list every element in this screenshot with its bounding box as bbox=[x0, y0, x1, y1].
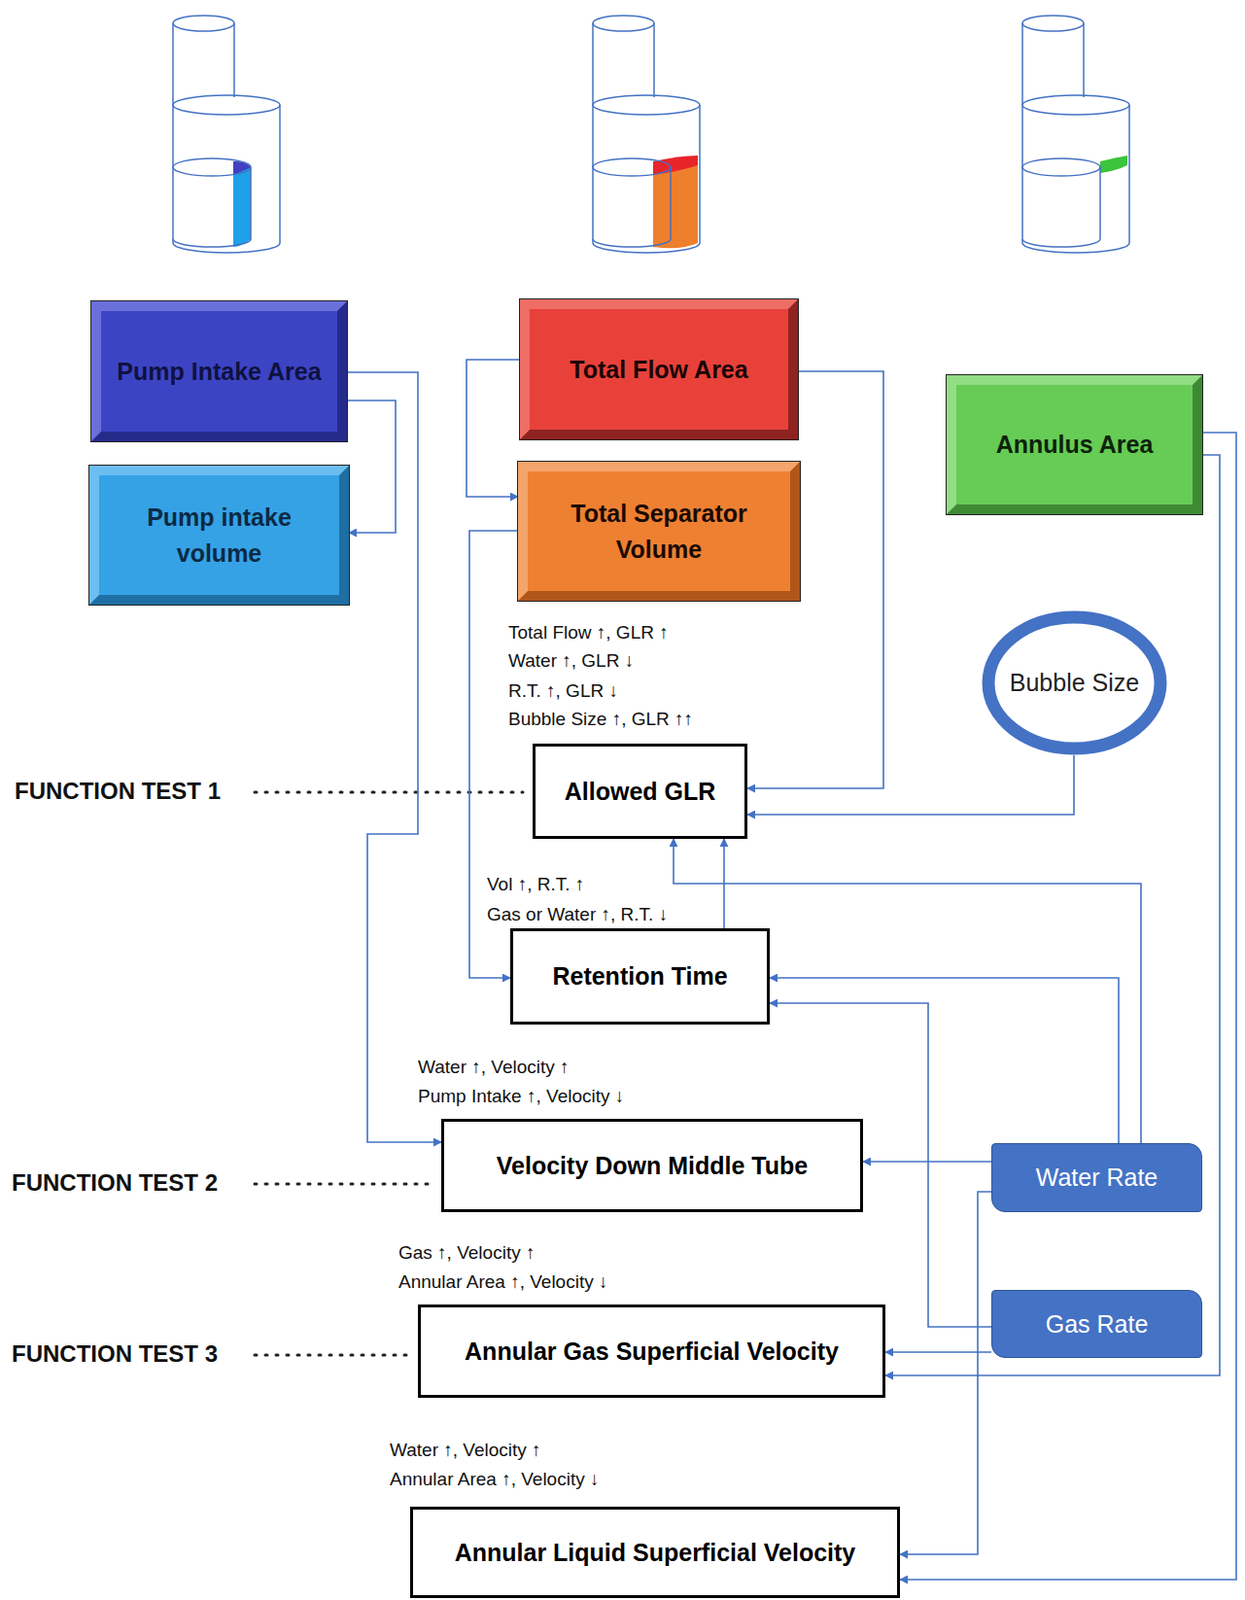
node-text: Annulus Area bbox=[996, 426, 1154, 462]
node-text: Velocity Down Middle Tube bbox=[496, 1151, 808, 1180]
output-box: Retention Time bbox=[510, 928, 770, 1025]
relation-note: Water ↑, Velocity ↑ bbox=[415, 1056, 572, 1078]
rate-box: Water Rate bbox=[991, 1142, 1203, 1212]
relation-note: Water ↑, Velocity ↑ bbox=[387, 1439, 544, 1461]
label-text: Water ↑, GLR ↓ bbox=[506, 650, 636, 671]
output-box: Allowed GLR bbox=[532, 743, 748, 839]
relation-note: Annular Area ↑, Velocity ↓ bbox=[387, 1468, 601, 1490]
relation-note: Vol ↑, R.T. ↑ bbox=[484, 873, 587, 896]
output-box: Velocity Down Middle Tube bbox=[441, 1118, 864, 1212]
relation-note: R.T. ↑, GLR ↓ bbox=[506, 680, 621, 702]
input-box: Annulus Area bbox=[946, 375, 1203, 515]
label-text: FUNCTION TEST 1 bbox=[12, 777, 223, 804]
connector-arrow bbox=[346, 372, 442, 1142]
label-text: Total Flow ↑, GLR ↑ bbox=[506, 622, 671, 643]
connector-arrow bbox=[346, 400, 396, 533]
node-text: Retention Time bbox=[552, 962, 727, 991]
label-text: Bubble Size ↑, GLR ↑↑ bbox=[506, 708, 695, 729]
relation-note: Gas ↑, Velocity ↑ bbox=[396, 1242, 537, 1264]
input-box: Total Flow Area bbox=[519, 299, 798, 440]
node-text: Gas Rate bbox=[1045, 1310, 1149, 1339]
connector-arrow bbox=[899, 432, 1237, 1580]
connector-arrow bbox=[466, 359, 520, 497]
node-text: Pump intake volume bbox=[110, 499, 328, 571]
connector-arrow bbox=[747, 755, 1074, 815]
node-text: Total Flow Area bbox=[569, 351, 748, 387]
connector-arrow bbox=[885, 1350, 992, 1353]
relation-note: Total Flow ↑, GLR ↑ bbox=[506, 622, 671, 644]
label-text: Pump Intake ↑, Velocity ↓ bbox=[415, 1085, 626, 1107]
label-text: Vol ↑, R.T. ↑ bbox=[484, 873, 587, 895]
label-text: FUNCTION TEST 2 bbox=[9, 1169, 220, 1196]
function-test-label: FUNCTION TEST 1 bbox=[12, 777, 223, 805]
label-text: Water ↑, Velocity ↑ bbox=[415, 1056, 572, 1077]
function-test-label: FUNCTION TEST 2 bbox=[9, 1169, 220, 1197]
function-test-label: FUNCTION TEST 3 bbox=[9, 1340, 220, 1368]
node-text: Pump Intake Area bbox=[116, 353, 321, 389]
label-text: FUNCTION TEST 3 bbox=[9, 1340, 220, 1367]
input-box: Pump Intake Area bbox=[91, 301, 347, 442]
label-text: Annular Area ↑, Velocity ↓ bbox=[387, 1468, 601, 1489]
node-text: Bubble Size bbox=[1009, 668, 1140, 697]
label-text: Gas ↑, Velocity ↑ bbox=[396, 1242, 537, 1263]
label-text: Water ↑, Velocity ↑ bbox=[387, 1439, 544, 1460]
relation-note: Pump Intake ↑, Velocity ↓ bbox=[415, 1085, 626, 1107]
node-text: Water Rate bbox=[1036, 1163, 1159, 1192]
rate-box: Gas Rate bbox=[991, 1289, 1203, 1358]
connector-arrow bbox=[863, 1160, 992, 1163]
output-box: Annular Liquid Superficial Velocity bbox=[410, 1506, 900, 1598]
node-text: Annular Gas Superficial Velocity bbox=[464, 1337, 839, 1366]
relation-note: Annular Area ↑, Velocity ↓ bbox=[396, 1271, 610, 1293]
input-box: Pump intake volume bbox=[89, 465, 349, 605]
input-circle: Bubble Size bbox=[981, 610, 1168, 756]
label-text: Gas or Water ↑, R.T. ↓ bbox=[484, 903, 670, 925]
relation-note: Bubble Size ↑, GLR ↑↑ bbox=[506, 708, 695, 730]
node-text: Annular Liquid Superficial Velocity bbox=[454, 1538, 857, 1567]
connector-arrow bbox=[899, 1191, 992, 1555]
node-text: Allowed GLR bbox=[564, 777, 717, 806]
output-box: Annular Gas Superficial Velocity bbox=[417, 1304, 886, 1398]
relation-note: Gas or Water ↑, R.T. ↓ bbox=[484, 903, 670, 926]
relation-note: Water ↑, GLR ↓ bbox=[506, 650, 636, 672]
connector-arrow bbox=[885, 454, 1220, 1376]
input-box: Total Separator Volume bbox=[518, 461, 800, 601]
label-text: R.T. ↑, GLR ↓ bbox=[506, 680, 621, 701]
label-text: Annular Area ↑, Velocity ↓ bbox=[396, 1271, 610, 1292]
node-text: Total Separator Volume bbox=[539, 495, 779, 567]
